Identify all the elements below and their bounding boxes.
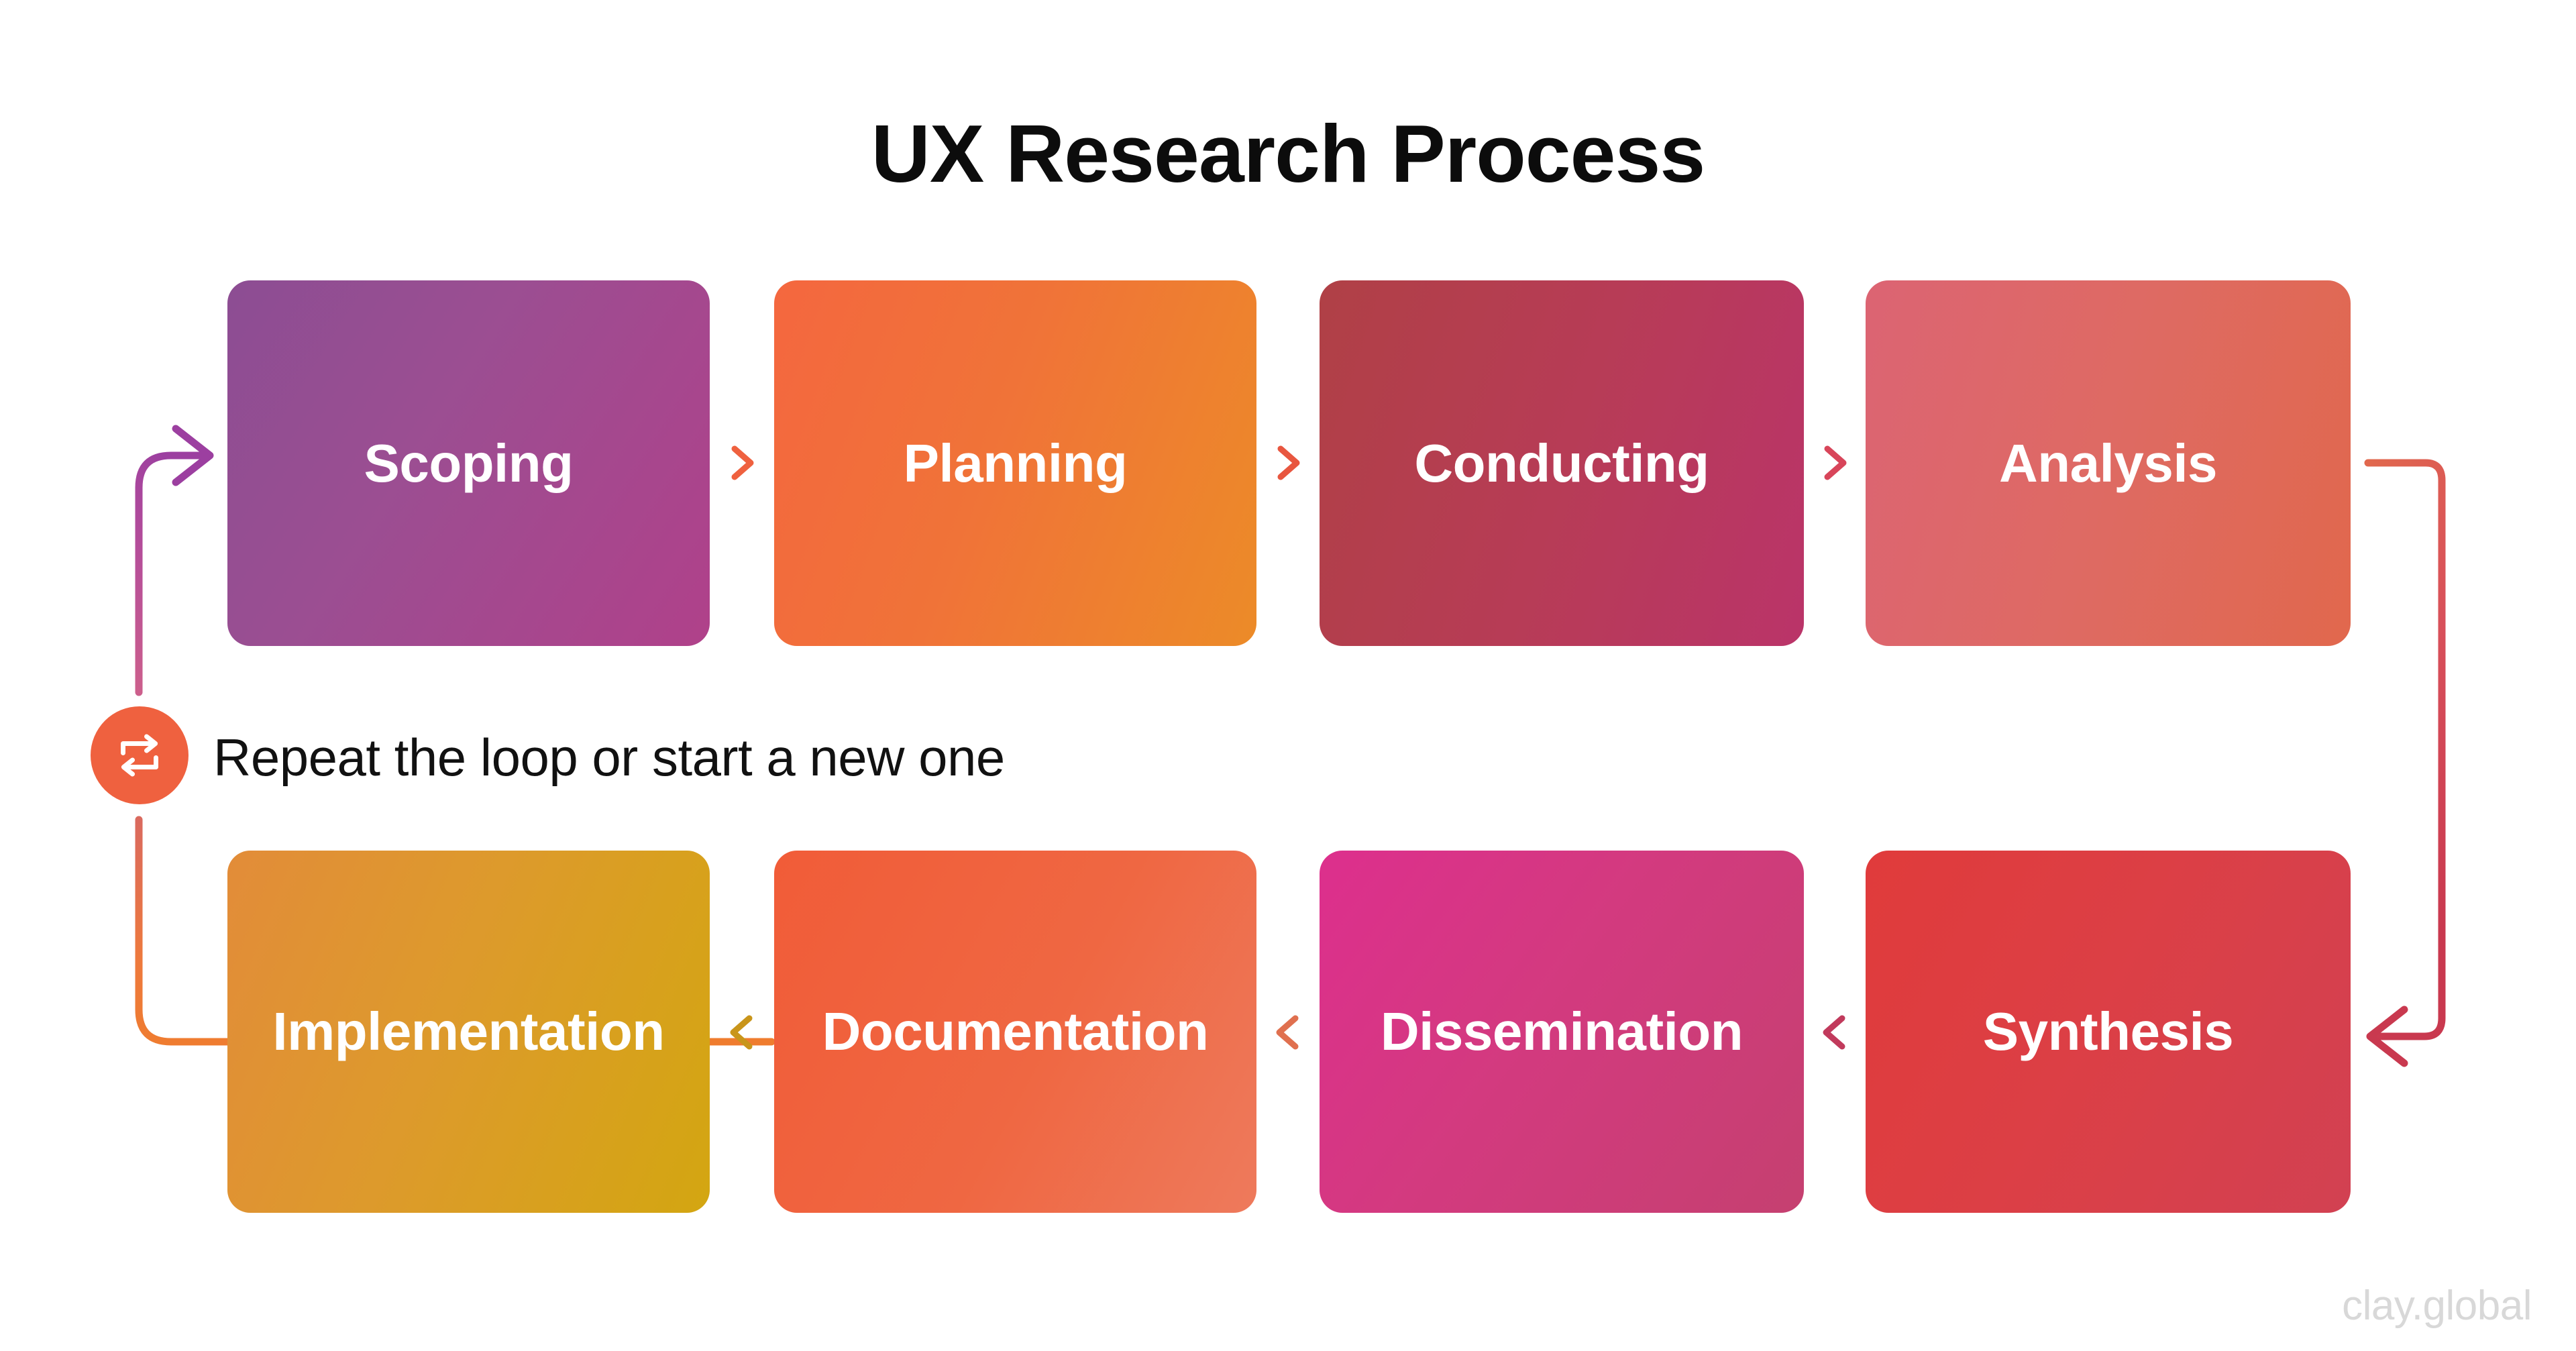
stage-box-analysis[interactable]: Analysis xyxy=(1866,280,2351,646)
stage-box-conducting[interactable]: Conducting xyxy=(1320,280,1804,646)
chevron-left-icon-documentation-to-implementation xyxy=(717,1008,767,1057)
chevron-right-icon-scoping-to-planning xyxy=(717,438,767,488)
chevron-right-icon-planning-to-conducting xyxy=(1263,438,1313,488)
page-title: UX Research Process xyxy=(871,108,1705,199)
stage-label-documentation: Documentation xyxy=(822,1002,1209,1061)
stage-box-planning[interactable]: Planning xyxy=(774,280,1256,646)
stage-box-synthesis[interactable]: Synthesis xyxy=(1866,851,2351,1213)
chevron-left-icon-dissemination-to-documentation xyxy=(1263,1008,1313,1057)
stage-box-dissemination[interactable]: Dissemination xyxy=(1320,851,1804,1213)
stage-label-scoping: Scoping xyxy=(364,433,574,493)
stage-label-analysis: Analysis xyxy=(1998,433,2218,493)
watermark: clay.global xyxy=(2342,1283,2532,1329)
stage-label-dissemination: Dissemination xyxy=(1380,1002,1743,1061)
stage-label-synthesis: Synthesis xyxy=(1982,1002,2234,1061)
stage-box-documentation[interactable]: Documentation xyxy=(774,851,1256,1213)
stage-label-planning: Planning xyxy=(903,433,1128,493)
chevron-right-icon-conducting-to-analysis xyxy=(1810,438,1860,488)
chevron-left-icon-synthesis-to-dissemination xyxy=(1810,1008,1860,1057)
connector-analysis-to-synthesis xyxy=(2364,459,2446,1067)
stage-box-implementation[interactable]: Implementation xyxy=(227,851,710,1213)
stage-label-conducting: Conducting xyxy=(1414,433,1709,493)
connector-implementation-to-scoping-upper xyxy=(135,425,214,696)
stage-box-scoping[interactable]: Scoping xyxy=(227,280,710,646)
repeat-loop-caption: Repeat the loop or start a new one xyxy=(213,728,1005,787)
repeat-loop-badge[interactable] xyxy=(91,706,189,804)
repeat-icon xyxy=(121,734,158,777)
stage-label-implementation: Implementation xyxy=(272,1002,665,1061)
